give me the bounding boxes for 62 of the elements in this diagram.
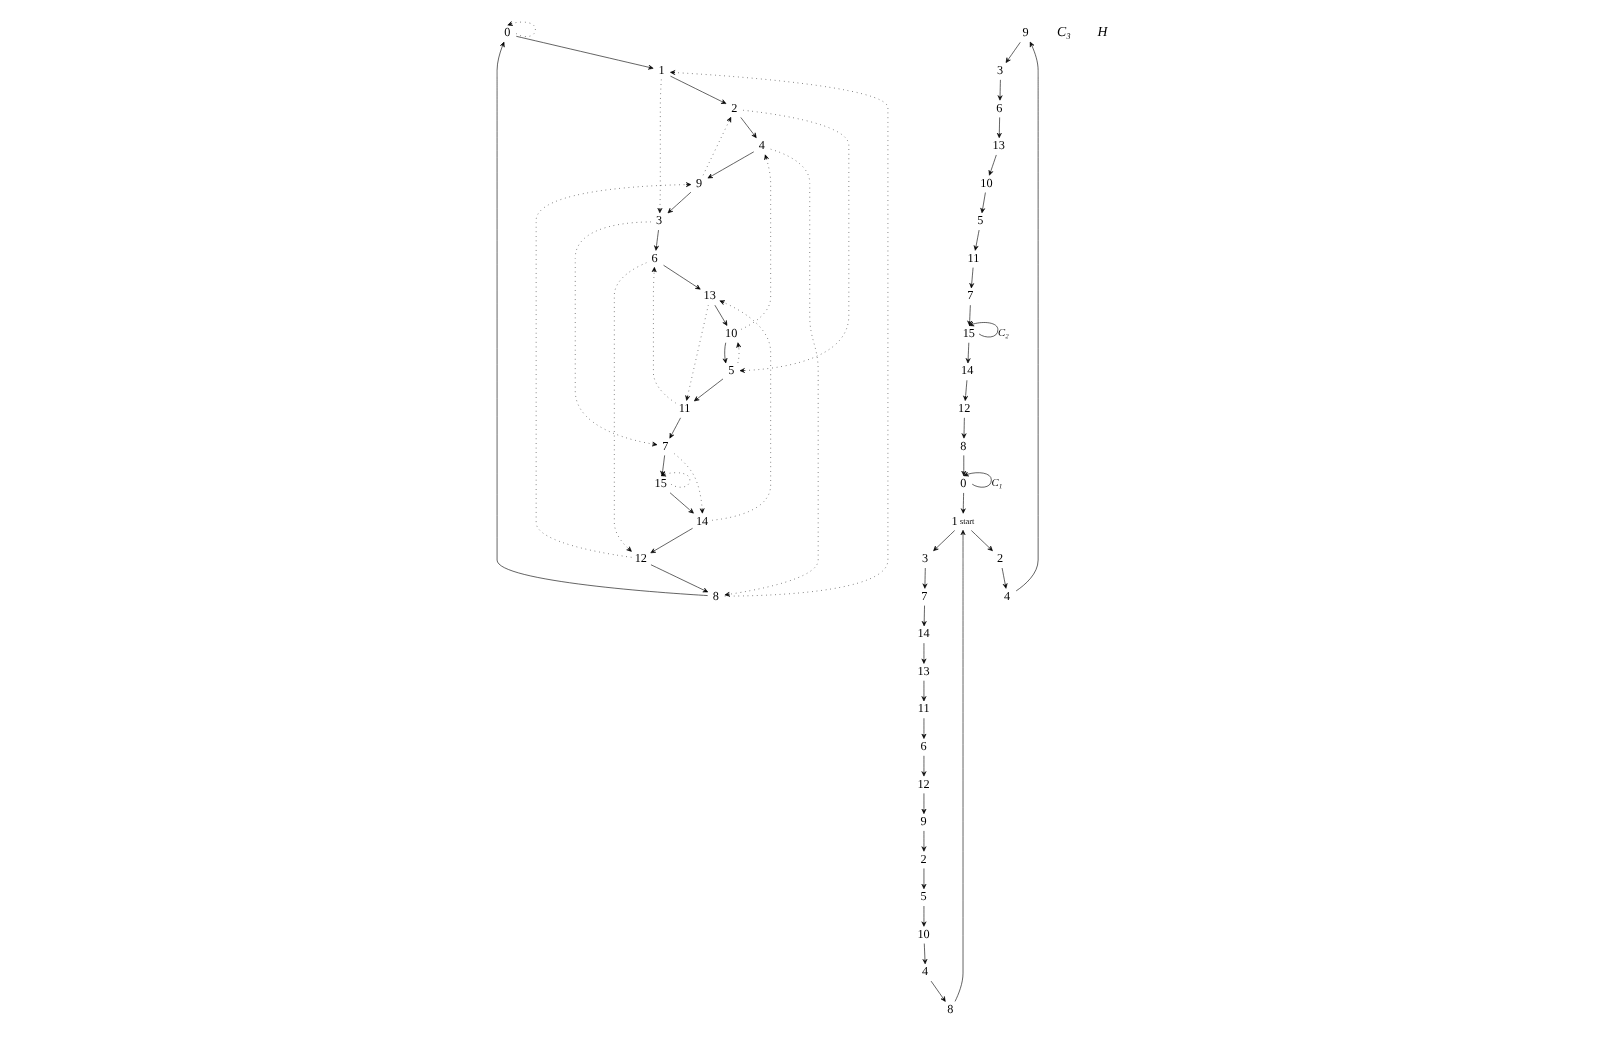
arrow [988,153,997,175]
arrow [965,341,971,363]
arrow [980,191,986,213]
arrow [740,116,757,138]
arrow [614,261,647,551]
arrow [961,416,967,438]
arrow [669,416,681,438]
arrow [707,150,755,178]
arrow [1015,40,1039,591]
arrow [535,181,692,557]
arrow [968,320,999,337]
arrow [930,979,946,1001]
arrow [961,454,967,475]
arrow [669,491,694,513]
arrow [711,299,771,520]
arrow [921,716,927,738]
arrow [496,40,708,595]
arrow [921,754,927,776]
arrow [967,303,973,325]
arrow [960,491,966,513]
arrow [963,470,992,487]
arrow [736,341,742,363]
arrow [654,228,659,250]
arrow [921,604,927,626]
arrow [1005,41,1021,62]
arrow [963,378,968,400]
arrow [650,563,709,592]
arrow [663,263,701,289]
arrow [657,78,663,213]
arrow [722,341,728,363]
arrow [739,108,850,372]
arrow [971,529,993,551]
arrow [922,942,928,964]
arrow [516,35,654,69]
arrow [574,220,658,446]
arrow [969,266,975,288]
arrow [922,566,928,588]
arrow [651,266,676,403]
arrow [933,529,955,551]
arrow [921,679,927,701]
arrow [507,20,536,36]
arrow [740,153,771,329]
arrow [954,528,966,1001]
arrow [694,377,724,401]
arrow [996,116,1002,138]
arrow [673,452,705,513]
arrow [921,867,927,889]
arrow [921,829,927,851]
arrow [1001,566,1008,588]
arrow [670,74,727,103]
arrow [973,228,980,250]
arrow [714,303,728,325]
arrow [921,792,927,813]
arrow [921,641,927,663]
arrow [667,190,692,213]
arrow [724,147,819,596]
arrow [650,526,693,553]
arrow [702,116,732,175]
arrow [997,78,1003,100]
arrow [685,303,709,400]
arrow [670,69,889,596]
arrow [921,904,927,926]
